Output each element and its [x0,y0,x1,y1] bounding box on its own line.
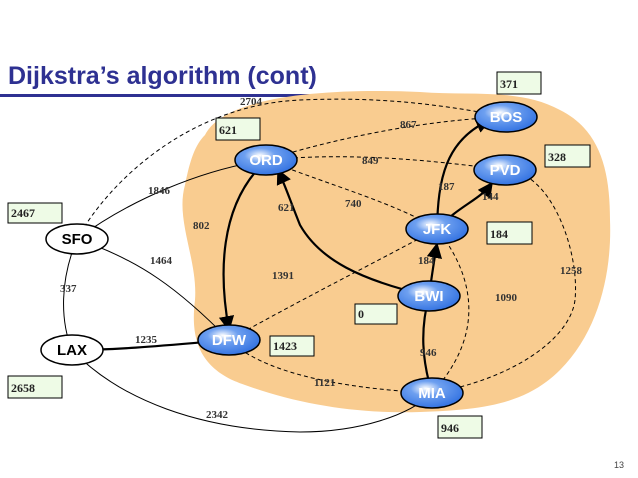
distance-value-pvd: 328 [548,150,566,164]
node-mia: MIA [400,377,464,409]
distance-box-jfk: 184 [486,221,533,245]
edge-bwi-ord [276,168,430,298]
distance-value-sfo: 2467 [11,206,35,220]
node-dfw: DFW [197,324,261,356]
edge-weight-ord-jfk: 740 [345,198,362,210]
node-label-jfk: JFK [423,221,452,238]
node-bos: BOS [474,101,538,133]
node-pvd: PVD [473,154,537,186]
distance-value-jfk: 184 [490,227,508,241]
edge-weight-bwi-ord: 621 [278,202,295,214]
edge-jfk-bos [435,118,492,230]
title-underline [0,94,390,97]
node-label-mia: MIA [418,385,446,402]
edge-weight-jfk-pvd: 144 [482,191,499,203]
node-ellipse-bos [474,101,538,133]
node-label-ord: ORD [249,152,283,169]
node-ord: ORD [234,144,298,176]
distance-value-ord: 621 [219,123,237,137]
node-ellipse-mia [400,377,464,409]
node-label-sfo: SFO [62,231,93,248]
node-ellipse-pvd [473,154,537,186]
edge-weight-lax-dfw: 1235 [135,334,158,346]
edge-dfw-jfk [228,228,438,341]
node-lax: LAX [40,334,104,366]
edge-lax-mia [71,349,433,433]
edge-sfo-bos [76,98,507,240]
edge-weight-ord-pvd: 849 [362,155,379,167]
distance-box-bos: 371 [496,71,542,95]
distance-value-bos: 371 [500,77,518,91]
page-number: 13 [613,460,624,470]
edge-ord-bos [265,116,507,161]
node-ellipse-bwi [397,280,461,312]
edge-weight-sfo-ord: 1846 [148,185,171,197]
node-ellipse-ord [234,144,298,176]
distance-value-mia: 946 [441,421,459,435]
edge-weight-bwi-mia: 946 [420,347,437,359]
edge-weight-pvd-mia: 1258 [560,265,583,277]
slide-title: Dijkstra’s algorithm (cont) [8,62,317,90]
distance-value-lax: 2658 [11,381,35,395]
distance-value-bwi: 0 [358,307,364,321]
node-label-lax: LAX [57,342,87,359]
distance-box-sfo: 2467 [7,202,63,224]
distance-box-bwi: 0 [354,303,398,325]
edge-weight-sfo-bos: 2704 [240,96,263,108]
distance-box-dfw: 1423 [269,335,315,357]
edge-weight-jfk-mia: 1090 [495,292,518,304]
distance-box-lax: 2658 [7,375,63,399]
node-ellipse-jfk [405,213,469,245]
node-jfk: JFK [405,213,469,245]
edge-weight-bwi-jfk: 184 [418,255,435,267]
edge-weight-dfw-jfk: 1391 [272,270,294,282]
node-label-bwi: BWI [414,288,443,305]
edge-weight-dfw-mia: 1121 [314,377,335,389]
node-label-dfw: DFW [212,332,247,349]
distance-box-mia: 946 [437,415,483,439]
edge-weight-jfk-bos: 187 [438,181,455,193]
edge-weight-lax-mia: 2342 [206,409,229,421]
node-ellipse-sfo [45,223,109,255]
edge-ord-dfw [218,169,258,332]
node-label-pvd: PVD [490,162,521,179]
edge-weight-sfo-dfw: 1464 [150,255,173,267]
distance-box-ord: 621 [215,117,261,141]
node-bwi: BWI [397,280,461,312]
node-label-bos: BOS [490,109,523,126]
distance-box-pvd: 328 [544,144,591,168]
node-ellipse-dfw [197,324,261,356]
edge-weight-ord-dfw: 802 [193,220,210,232]
edge-weight-sfo-lax: 337 [60,283,77,295]
edge-pvd-mia [431,169,577,394]
node-sfo: SFO [45,223,109,255]
node-ellipse-lax [40,334,104,366]
distance-value-dfw: 1423 [273,339,297,353]
edge-weight-ord-bos: 867 [400,119,417,131]
